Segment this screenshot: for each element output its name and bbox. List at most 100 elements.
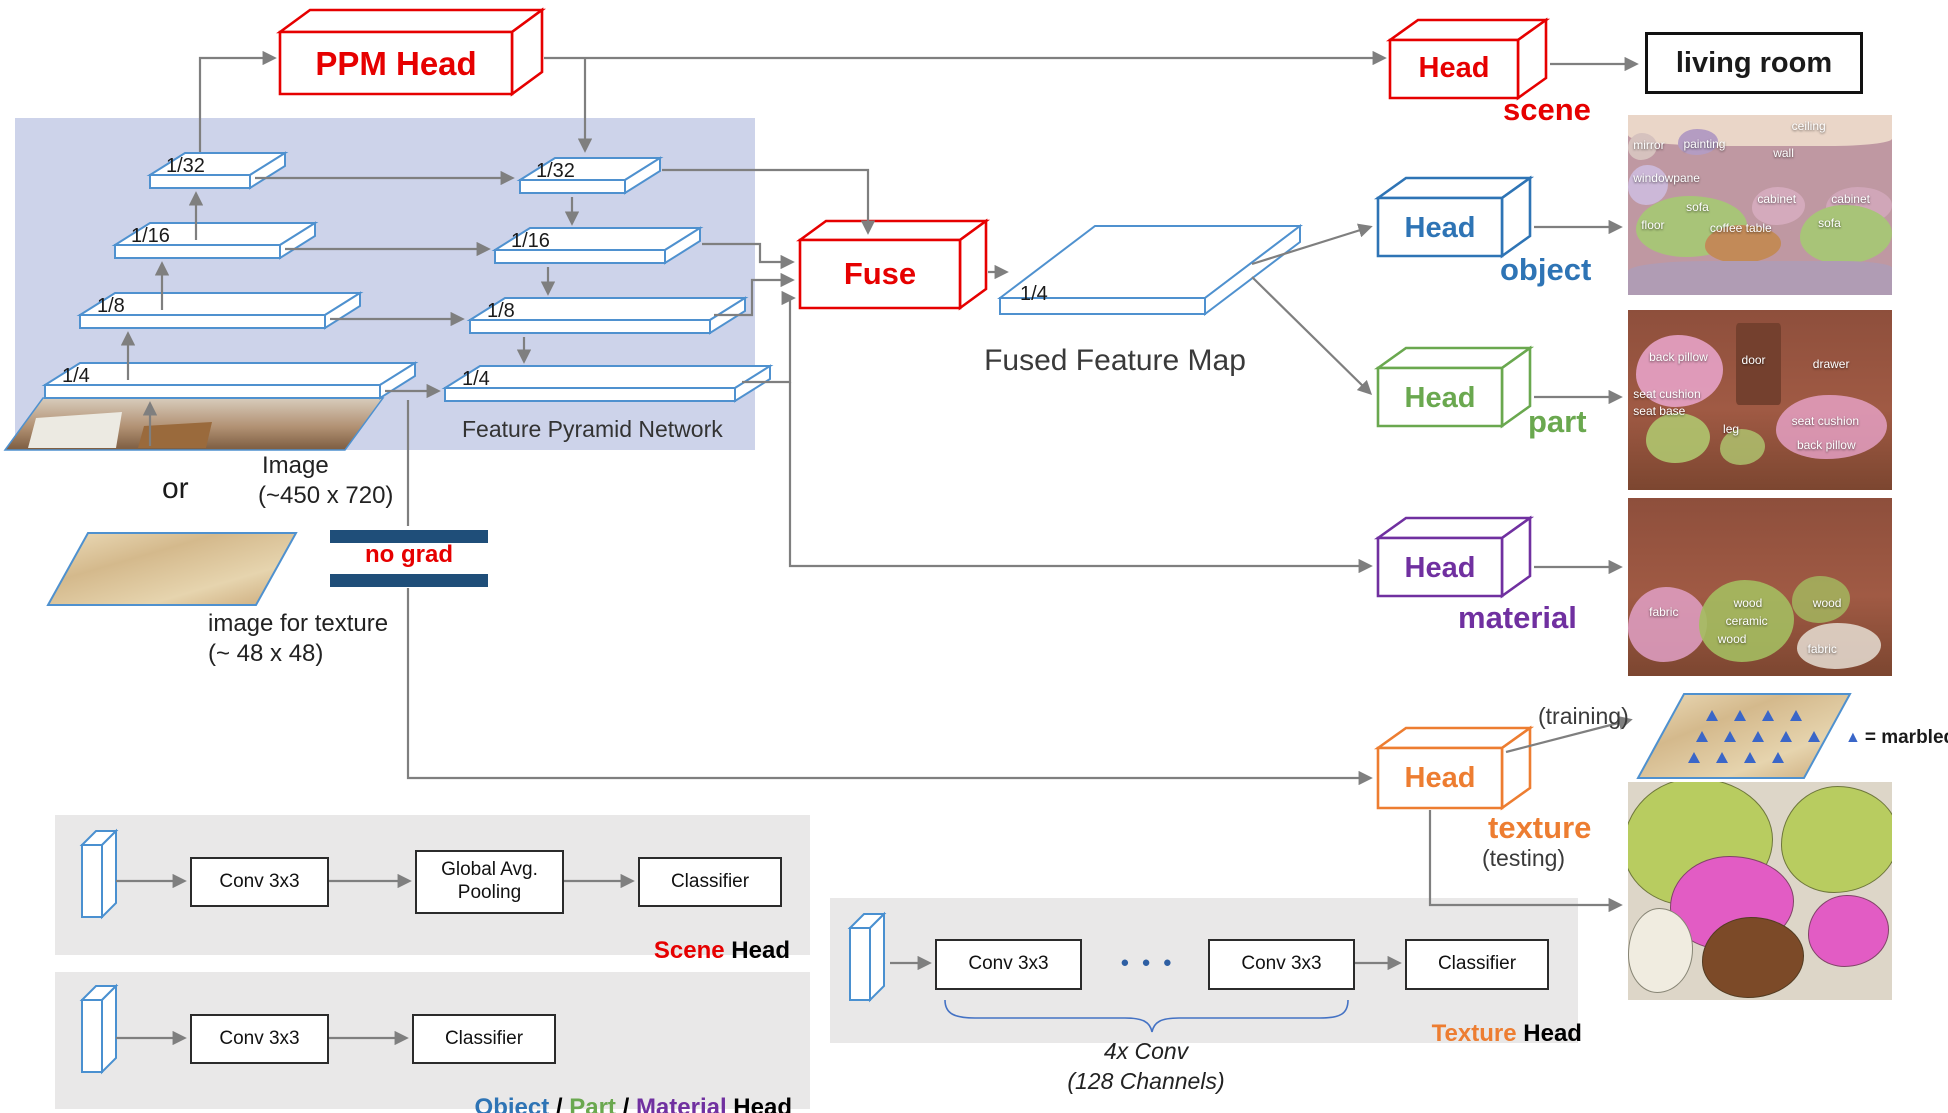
object-head-box-label: Head xyxy=(1404,212,1476,244)
seg-label: seat cushion xyxy=(1791,414,1860,429)
or-label: or xyxy=(162,472,189,505)
part-head-box xyxy=(1373,345,1535,429)
scene-task-label: scene xyxy=(1503,92,1591,127)
texture-panel-title-colored: Texture xyxy=(1431,1020,1517,1047)
seg-region-wood-1 xyxy=(1699,579,1795,662)
texture-caption-line1: image for texture xyxy=(208,610,389,637)
seg-label: drawer xyxy=(1812,356,1850,371)
p1-gap-line2: Pooling xyxy=(457,882,522,903)
left-level-32: 1/32 xyxy=(166,155,205,177)
scene-head-box xyxy=(1385,17,1551,101)
seg-region-door xyxy=(1736,322,1782,406)
seg-region-pillow-2 xyxy=(1775,394,1887,460)
seg-region-table xyxy=(1704,224,1782,263)
right-level-32: 1/32 xyxy=(536,160,575,182)
p1-gap-line1: Global Avg. xyxy=(441,859,538,881)
photo-sofa-shape xyxy=(28,412,122,448)
seg-region-texture-6 xyxy=(1628,908,1694,994)
opm-title-object: Object xyxy=(474,1094,550,1113)
part-seg-image: back pillow door drawer seat cushion sea… xyxy=(1628,310,1892,490)
scene-panel-title-colored: Scene xyxy=(653,937,725,964)
plate-r4-side xyxy=(734,364,771,403)
part-task-label: part xyxy=(1528,404,1587,439)
object-seg-image: ceiling mirror painting wall windowpane … xyxy=(1628,115,1892,295)
arrow-map-to-object-head xyxy=(1251,223,1373,266)
conv-group-brace xyxy=(944,999,1349,1033)
right-level-8: 1/8 xyxy=(487,300,515,322)
texture-task-label: texture xyxy=(1488,810,1592,845)
seg-region-pillow-1 xyxy=(1635,335,1724,408)
seg-label: wood xyxy=(1717,631,1747,646)
seg-region-cushion-2 xyxy=(1720,428,1766,465)
fused-plate-side xyxy=(1204,223,1301,317)
arrow-r8-to-fuse xyxy=(714,272,795,317)
seg-label: back pillow xyxy=(1796,437,1856,452)
left-level-4: 1/4 xyxy=(62,365,90,387)
arrow-texture-training xyxy=(1505,715,1633,754)
seg-label: windowpane xyxy=(1633,170,1700,185)
scene-panel-title: Scene Head xyxy=(590,909,790,993)
seg-label: painting xyxy=(1683,136,1726,151)
seg-label: cabinet xyxy=(1757,192,1797,207)
scene-output-box: living room xyxy=(1645,32,1863,94)
arrow-r16-to-fuse xyxy=(702,242,795,270)
triangle-icon: ▲ xyxy=(1845,729,1861,746)
marbled-legend: ▲ = marbled xyxy=(1845,727,1948,749)
object-head-box xyxy=(1373,175,1535,259)
image-caption-line1: Image xyxy=(262,452,329,479)
p3-conv2-box: Conv 3x3 xyxy=(1208,939,1355,990)
seg-label: wood xyxy=(1812,595,1842,610)
plate-r32-side xyxy=(624,156,661,195)
arrow-texture-testing xyxy=(1428,810,1623,913)
seg-label: cabinet xyxy=(1831,192,1870,207)
opm-title-rest: Head xyxy=(726,1094,792,1113)
right-level-4: 1/4 xyxy=(462,368,490,390)
plate-r16-side xyxy=(664,226,701,265)
p1-conv-box: Conv 3x3 xyxy=(190,857,329,907)
opm-panel-slab-icon xyxy=(79,983,119,1075)
seg-region-floor xyxy=(1628,260,1892,295)
right-pyramid xyxy=(441,156,774,403)
object-task-label: object xyxy=(1500,252,1592,287)
material-seg-image: fabric wood ceramic wood wood fabric xyxy=(1628,498,1892,676)
left-level-16: 1/16 xyxy=(131,225,170,247)
seg-label: fabric xyxy=(1649,604,1679,619)
seg-label: sofa xyxy=(1686,199,1709,214)
seg-label: fabric xyxy=(1807,642,1837,657)
conv-note-line1: 4x Conv xyxy=(1103,1038,1189,1064)
opm-panel-title: Object / Part / Material Head xyxy=(400,1066,792,1113)
texture-panel-slab-icon xyxy=(847,911,887,1003)
fused-map-caption: Fused Feature Map xyxy=(984,344,1246,377)
no-grad-bar-bottom xyxy=(330,574,488,587)
ellipsis-dots-icon: ● ● ● xyxy=(1120,954,1176,971)
p1-classifier-box: Classifier xyxy=(638,857,782,907)
ppm-head-box xyxy=(276,7,546,97)
seg-region-mirror xyxy=(1628,133,1658,160)
texture-head-box xyxy=(1373,725,1535,811)
p2-classifier-box: Classifier xyxy=(412,1014,556,1064)
seg-label: wall xyxy=(1773,145,1794,160)
connectors xyxy=(116,50,1639,1046)
seg-label: door xyxy=(1741,353,1766,368)
texture-input-image xyxy=(46,532,298,606)
seg-label: mirror xyxy=(1633,138,1665,153)
p3-conv1-box: Conv 3x3 xyxy=(935,939,1082,990)
fuse-box xyxy=(796,218,990,311)
opm-title-sep1: / xyxy=(549,1094,570,1113)
right-level-16: 1/16 xyxy=(511,230,550,252)
arrow-to-material-head xyxy=(788,382,1373,574)
p1-gap-box: Global Avg. Pooling xyxy=(415,850,564,914)
material-head-box-label: Head xyxy=(1404,552,1476,584)
fused-feature-map-plate xyxy=(997,223,1303,317)
p3-classifier-box: Classifier xyxy=(1405,939,1549,990)
input-image-photo xyxy=(3,397,385,451)
arrow-to-texture-head xyxy=(406,588,1373,786)
opm-title-sep2: / xyxy=(615,1094,636,1113)
texture-testing-image xyxy=(1628,782,1892,1000)
seg-label: ceramic xyxy=(1725,613,1768,628)
training-label: (training) xyxy=(1538,703,1629,729)
opm-title-material: Material xyxy=(635,1094,727,1113)
texture-panel-title-rest: Head xyxy=(1516,1020,1582,1047)
seg-label: wood xyxy=(1733,595,1763,610)
